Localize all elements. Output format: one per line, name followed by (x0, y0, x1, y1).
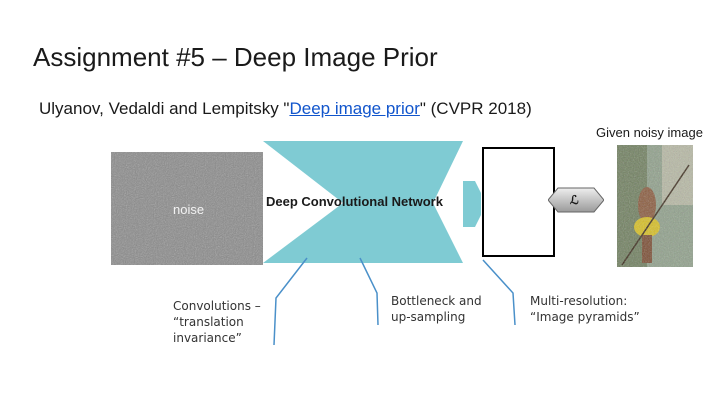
citation: Ulyanov, Vedaldi and Lempitsky "Deep ima… (39, 99, 532, 119)
noisy-photo (617, 145, 693, 267)
slide-title: Assignment #5 – Deep Image Prior (33, 42, 438, 72)
connector-multires (482, 259, 516, 326)
network-label: Deep Convolutional Network (266, 194, 443, 209)
loss-arrow (548, 187, 604, 213)
annotation-multires: Multi-resolution: “Image pyramids” (530, 294, 640, 324)
given-noisy-image-label: Given noisy image (596, 125, 703, 140)
connector-convolutions (273, 257, 308, 346)
network-hourglass (263, 141, 481, 263)
annotation-bottleneck: Bottleneck and up-sampling (391, 294, 482, 324)
annotation-convolutions: Convolutions – “translation invariance” (173, 299, 261, 345)
noise-input-image: noise (111, 152, 263, 265)
citation-suffix: " (CVPR 2018) (419, 99, 532, 118)
noise-label: noise (173, 202, 205, 217)
citation-prefix: Ulyanov, Vedaldi and Lempitsky " (39, 99, 290, 118)
loss-symbol: ℒ (570, 193, 579, 207)
connector-bottleneck (359, 257, 379, 326)
paper-link[interactable]: Deep image prior (289, 99, 420, 118)
